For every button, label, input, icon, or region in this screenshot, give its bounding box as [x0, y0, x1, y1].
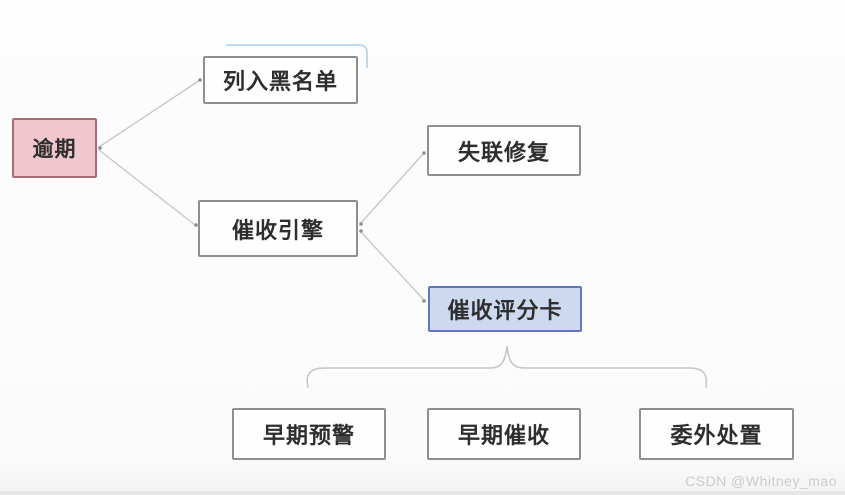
node-blacklist-label: 列入黑名单	[222, 69, 338, 94]
node-outsourced-disposal-label: 委外处置	[670, 423, 763, 448]
connector-overdue-engine	[98, 149, 196, 226]
connector-dot	[422, 151, 426, 155]
connector-dot	[194, 223, 198, 227]
brace-connector	[306, 345, 708, 388]
node-contact-repair-label: 失联修复	[457, 139, 550, 165]
node-contact-repair[interactable]: 失联修复	[427, 125, 581, 176]
connector-dot	[422, 299, 426, 303]
connector-dot	[198, 78, 202, 82]
node-early-warning[interactable]: 早期预警	[232, 408, 386, 460]
connector-engine-scorecard	[359, 230, 425, 301]
node-early-collection[interactable]: 早期催收	[427, 408, 581, 460]
node-outsourced-disposal[interactable]: 委外处置	[639, 408, 794, 460]
node-collection-engine-label: 催收引擎	[231, 217, 324, 243]
node-collection-scorecard-label: 催收评分卡	[447, 298, 563, 323]
connector-engine-repair	[359, 152, 425, 225]
node-overdue-label: 逾期	[32, 138, 77, 161]
connector-dot	[98, 146, 102, 150]
node-early-collection-label: 早期催收	[457, 423, 550, 448]
node-collection-scorecard[interactable]: 催收评分卡	[428, 286, 582, 332]
node-collection-engine[interactable]: 催收引擎	[198, 200, 358, 257]
connector-dot	[359, 229, 363, 233]
connector-dot	[359, 222, 363, 226]
node-early-warning-label: 早期预警	[262, 423, 355, 448]
node-overdue[interactable]: 逾期	[12, 118, 97, 178]
node-blacklist[interactable]: 列入黑名单	[203, 56, 358, 104]
connector-overdue-blacklist	[98, 79, 201, 148]
watermark: CSDN @Whitney_mao	[685, 473, 837, 489]
